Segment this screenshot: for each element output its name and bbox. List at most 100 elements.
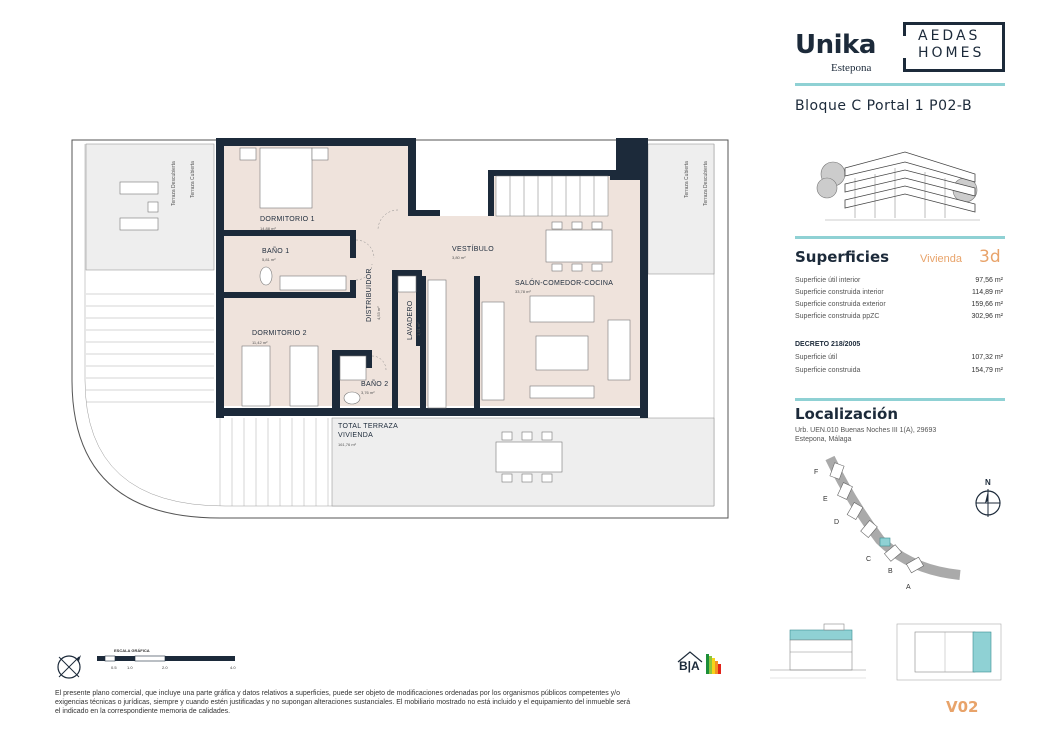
terraza-label: Terraza Cubierta bbox=[190, 161, 196, 198]
terraza-total-line1: TOTAL TERRAZA bbox=[338, 423, 399, 430]
decreto-row-label: Superficie útil bbox=[795, 354, 838, 361]
room-bano-1-area: 5,81 m² bbox=[262, 257, 276, 262]
vivienda-value: 3d bbox=[979, 247, 1001, 267]
terraza-label: Terraza Cubierta bbox=[684, 161, 690, 198]
superficie-row-value: 159,66 m² bbox=[971, 301, 1003, 308]
disclaimer-line2: exigencias técnicas o jurídicas, siempre… bbox=[55, 699, 631, 706]
vivienda-label: Vivienda bbox=[920, 253, 962, 265]
door-swings bbox=[355, 209, 399, 371]
room-bano-2-area: 3,76 m² bbox=[361, 390, 375, 395]
energy-label: B|A bbox=[676, 650, 722, 676]
superficie-row-label: Superficie construida interior bbox=[795, 289, 884, 296]
room-distribuidor-label: DISTRIBUIDOR bbox=[366, 268, 373, 322]
company-line1: AEDAS bbox=[918, 28, 981, 44]
disclaimer-line3: el indicado en la correspondiente memori… bbox=[55, 708, 231, 715]
superficie-row: Superficie construida interior 114,89 m² bbox=[795, 289, 1003, 296]
energy-rating: B|A bbox=[679, 659, 700, 673]
bed-dormitorio-2 bbox=[289, 345, 319, 407]
room-dormitorio-1-label: DORMITORIO 1 bbox=[260, 216, 315, 223]
superficies-title: Superficies bbox=[795, 248, 890, 266]
block-letter: C bbox=[866, 556, 872, 563]
kitchen-counter bbox=[427, 279, 447, 409]
nightstand bbox=[239, 147, 257, 161]
building-illustration bbox=[816, 151, 980, 221]
energy-house-icon bbox=[677, 651, 721, 674]
bed-dormitorio-1 bbox=[259, 147, 313, 209]
dining-chairs bbox=[551, 221, 603, 272]
section-diagram bbox=[770, 623, 866, 679]
bano1-vanity bbox=[279, 275, 347, 291]
superficies-rule bbox=[795, 236, 1005, 239]
sofa bbox=[529, 295, 595, 323]
unit-title: Bloque C Portal 1 P02-B bbox=[795, 98, 973, 114]
nightstand bbox=[311, 147, 329, 161]
superficie-row-label: Superficie útil interior bbox=[795, 277, 861, 284]
localizacion-title: Localización bbox=[795, 405, 899, 423]
pergola-vertical-stripes bbox=[219, 418, 329, 506]
scale-tick: 0.5 bbox=[111, 665, 117, 670]
decreto-row-value: 154,79 m² bbox=[971, 367, 1003, 374]
stairs bbox=[495, 175, 609, 217]
scale-bar bbox=[97, 655, 235, 662]
superficie-row-label: Superficie construida ppZC bbox=[795, 313, 880, 320]
decreto-title: DECRETO 218/2005 bbox=[795, 341, 861, 348]
version-label: V02 bbox=[946, 698, 979, 716]
plan-north-icon bbox=[57, 655, 81, 679]
block-letter: F bbox=[814, 469, 819, 476]
scale-tick: 4.0 bbox=[230, 665, 236, 670]
scale-title: ESCALA GRÁFICA bbox=[114, 648, 150, 653]
coffee-table bbox=[535, 335, 589, 371]
scale-tick: 1.0 bbox=[127, 665, 133, 670]
site-map bbox=[825, 455, 961, 580]
superficie-row-value: 302,96 m² bbox=[971, 313, 1003, 320]
scale-tick: 2.0 bbox=[162, 665, 168, 670]
keyplan-diagram bbox=[896, 623, 1002, 681]
pergola-stripes bbox=[86, 293, 214, 403]
room-lavadero-label: LAVADERO bbox=[407, 300, 414, 341]
terraza-label: Terraza Descubierta bbox=[171, 161, 177, 206]
disclaimer-line1: El presente plano comercial, que incluye… bbox=[55, 690, 620, 697]
header-rule bbox=[795, 83, 1005, 86]
walls bbox=[216, 138, 648, 418]
room-lavadero-area: 1,51 m² bbox=[416, 322, 421, 336]
site-highlight bbox=[879, 537, 891, 547]
room-dormitorio-1-area: 14,88 m² bbox=[260, 226, 276, 231]
superficie-row-label: Superficie construida exterior bbox=[795, 301, 886, 308]
address-line1: Urb. UEN.010 Buenas Noches III 1(A), 296… bbox=[795, 427, 937, 434]
superficie-row-value: 114,89 m² bbox=[972, 289, 1003, 296]
lavadero-cabinet bbox=[397, 275, 417, 293]
company-line2: HOMES bbox=[918, 45, 985, 61]
block-letter: A bbox=[906, 584, 911, 591]
north-label: N bbox=[985, 478, 991, 487]
lounge-chair bbox=[119, 181, 159, 195]
terraza-total-line2: VIVIENDA bbox=[338, 432, 374, 439]
block-letter: E bbox=[823, 496, 828, 503]
superficie-row: Superficie construida ppZC 302,96 m² bbox=[795, 313, 1003, 320]
armchair bbox=[607, 319, 631, 381]
outdoor-chairs bbox=[501, 431, 553, 483]
terraza-total-area: 161,76 m² bbox=[338, 442, 357, 447]
terrace-inner-outline bbox=[84, 144, 715, 507]
decreto-row: Superficie útil 107,32 m² bbox=[795, 354, 1003, 361]
room-salon-label: SALÓN-COMEDOR-COCINA bbox=[515, 280, 614, 287]
bano2-shower bbox=[339, 355, 367, 381]
kitchen-island bbox=[481, 301, 505, 401]
room-vestibulo-label: VESTÍBULO bbox=[452, 246, 494, 253]
address-line2: Estepona, Málaga bbox=[795, 436, 852, 443]
superficie-row-value: 97,56 m² bbox=[975, 277, 1003, 284]
bano2-toilet bbox=[343, 391, 361, 405]
bano1-toilet bbox=[259, 266, 273, 286]
block-letter: B bbox=[888, 568, 893, 575]
decreto-row-value: 107,32 m² bbox=[971, 354, 1003, 361]
decreto-row-label: Superficie construida bbox=[795, 367, 861, 374]
block-letter: D bbox=[834, 519, 840, 526]
brand-logo-text: Unika bbox=[795, 30, 876, 60]
room-dormitorio-2-area: 11,42 m² bbox=[252, 340, 268, 345]
localizacion-rule bbox=[795, 398, 1005, 401]
room-vestibulo-area: 3,80 m² bbox=[452, 255, 466, 260]
room-dormitorio-2-label: DORMITORIO 2 bbox=[252, 330, 307, 337]
bed-dormitorio-2 bbox=[241, 345, 271, 407]
lounge-chair bbox=[119, 217, 159, 231]
brand-location: Estepona bbox=[831, 62, 872, 74]
north-compass-icon bbox=[975, 489, 1001, 517]
